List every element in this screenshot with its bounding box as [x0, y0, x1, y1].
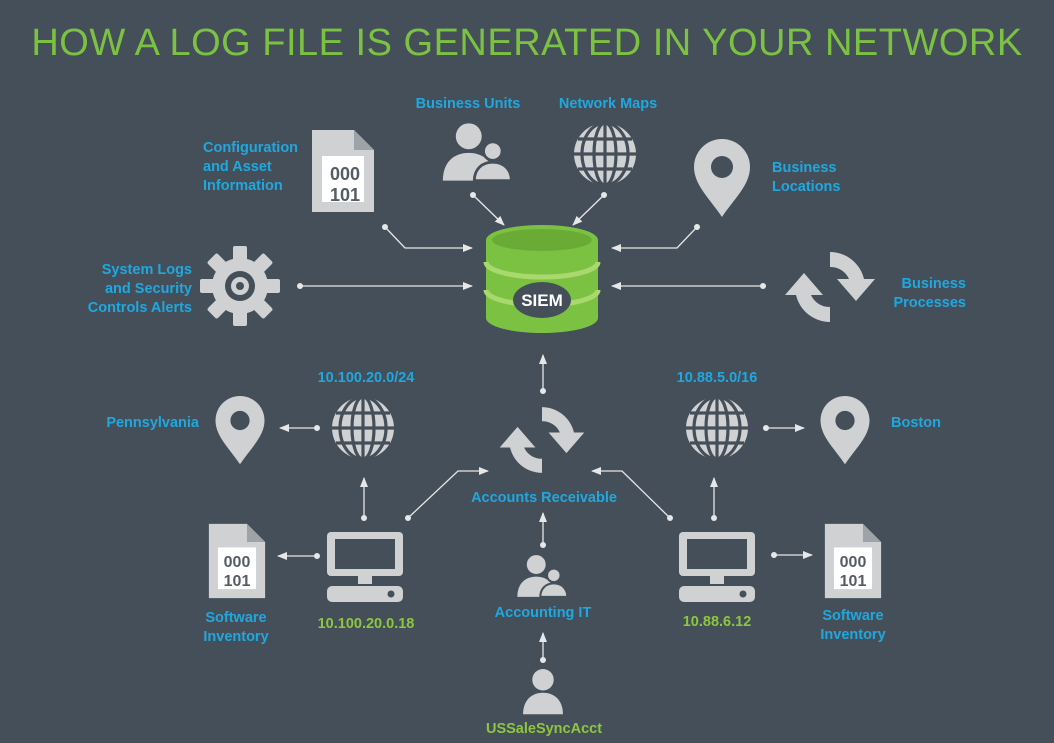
label-configuration: Configuration and Asset Information: [203, 139, 298, 196]
boston-pin-icon: [820, 396, 870, 465]
label-system-logs-line3: Controls Alerts: [87, 300, 192, 316]
system-logs-gear-icon: [200, 246, 280, 326]
subnet-left-globe-icon: [330, 395, 396, 461]
label-pennsylvania: Pennsylvania: [106, 415, 199, 431]
label-business-locations-line1: Business: [772, 160, 837, 176]
label-network-maps: Network Maps: [558, 96, 658, 112]
host-left-computer-icon: [327, 532, 403, 602]
siem-database-icon: SIEM: [483, 225, 601, 333]
label-host-left: 10.100.20.0.18: [317, 616, 415, 632]
label-configuration-line2: and Asset: [203, 159, 272, 175]
label-business-processes-line1: Business: [901, 276, 966, 292]
label-configuration-line3: Information: [203, 178, 283, 194]
label-software-left-line1: Software: [205, 610, 267, 626]
software-inventory-left-document-icon: 000 101: [208, 523, 266, 599]
pennsylvania-pin-icon: [215, 396, 265, 465]
network-maps-globe-icon: [572, 121, 638, 187]
label-business-processes-line2: Processes: [893, 295, 966, 311]
label-software-inventory-left: Software Inventory: [203, 609, 268, 647]
user-account-person-icon: [523, 669, 563, 715]
label-configuration-line1: Configuration: [203, 140, 299, 156]
doc-text-line1: 000: [840, 554, 867, 571]
label-host-right: 10.88.6.12: [682, 614, 752, 630]
accounting-it-users-icon: [516, 554, 569, 598]
configuration-document-icon: 000 101: [312, 130, 374, 212]
software-inventory-right-document-icon: 000 101: [824, 523, 882, 599]
label-business-processes: Business Processes: [893, 275, 966, 313]
label-software-inventory-right: Software Inventory: [820, 607, 885, 645]
business-locations-pin-icon: [694, 139, 750, 217]
business-processes-sync-icon: [785, 252, 875, 322]
page-title: HOW A LOG FILE IS GENERATED IN YOUR NETW…: [31, 22, 1023, 64]
subnet-right-globe-icon: [684, 395, 750, 461]
label-business-locations-line2: Locations: [772, 179, 841, 195]
business-units-icon: [441, 121, 513, 183]
label-business-locations: Business Locations: [772, 159, 840, 197]
doc-text-line2: 101: [840, 573, 867, 590]
label-accounts-receivable: Accounts Receivable: [471, 490, 617, 506]
label-user-account: USSaleSyncAcct: [485, 721, 603, 737]
label-boston: Boston: [891, 415, 941, 431]
label-software-right-line2: Inventory: [820, 627, 886, 643]
label-subnet-left: 10.100.20.0/24: [317, 370, 415, 386]
host-right-computer-icon: [679, 532, 755, 602]
label-system-logs-line1: System Logs: [101, 262, 192, 278]
label-system-logs-line2: and Security: [104, 281, 192, 297]
label-accounting-it: Accounting IT: [494, 605, 592, 621]
connectors: [277, 192, 813, 663]
label-subnet-right: 10.88.5.0/16: [676, 370, 758, 386]
siem-label: SIEM: [521, 291, 563, 310]
label-system-logs: System Logs and Security Controls Alerts: [88, 261, 192, 318]
accounts-receivable-sync-icon: [499, 407, 585, 473]
label-software-right-line1: Software: [822, 608, 884, 624]
doc-text-line2: 101: [224, 573, 251, 590]
doc-text-line2: 101: [330, 185, 360, 205]
doc-text-line1: 000: [330, 164, 360, 184]
label-business-units: Business Units: [415, 96, 521, 112]
label-software-left-line2: Inventory: [203, 629, 269, 645]
doc-text-line1: 000: [224, 554, 251, 571]
